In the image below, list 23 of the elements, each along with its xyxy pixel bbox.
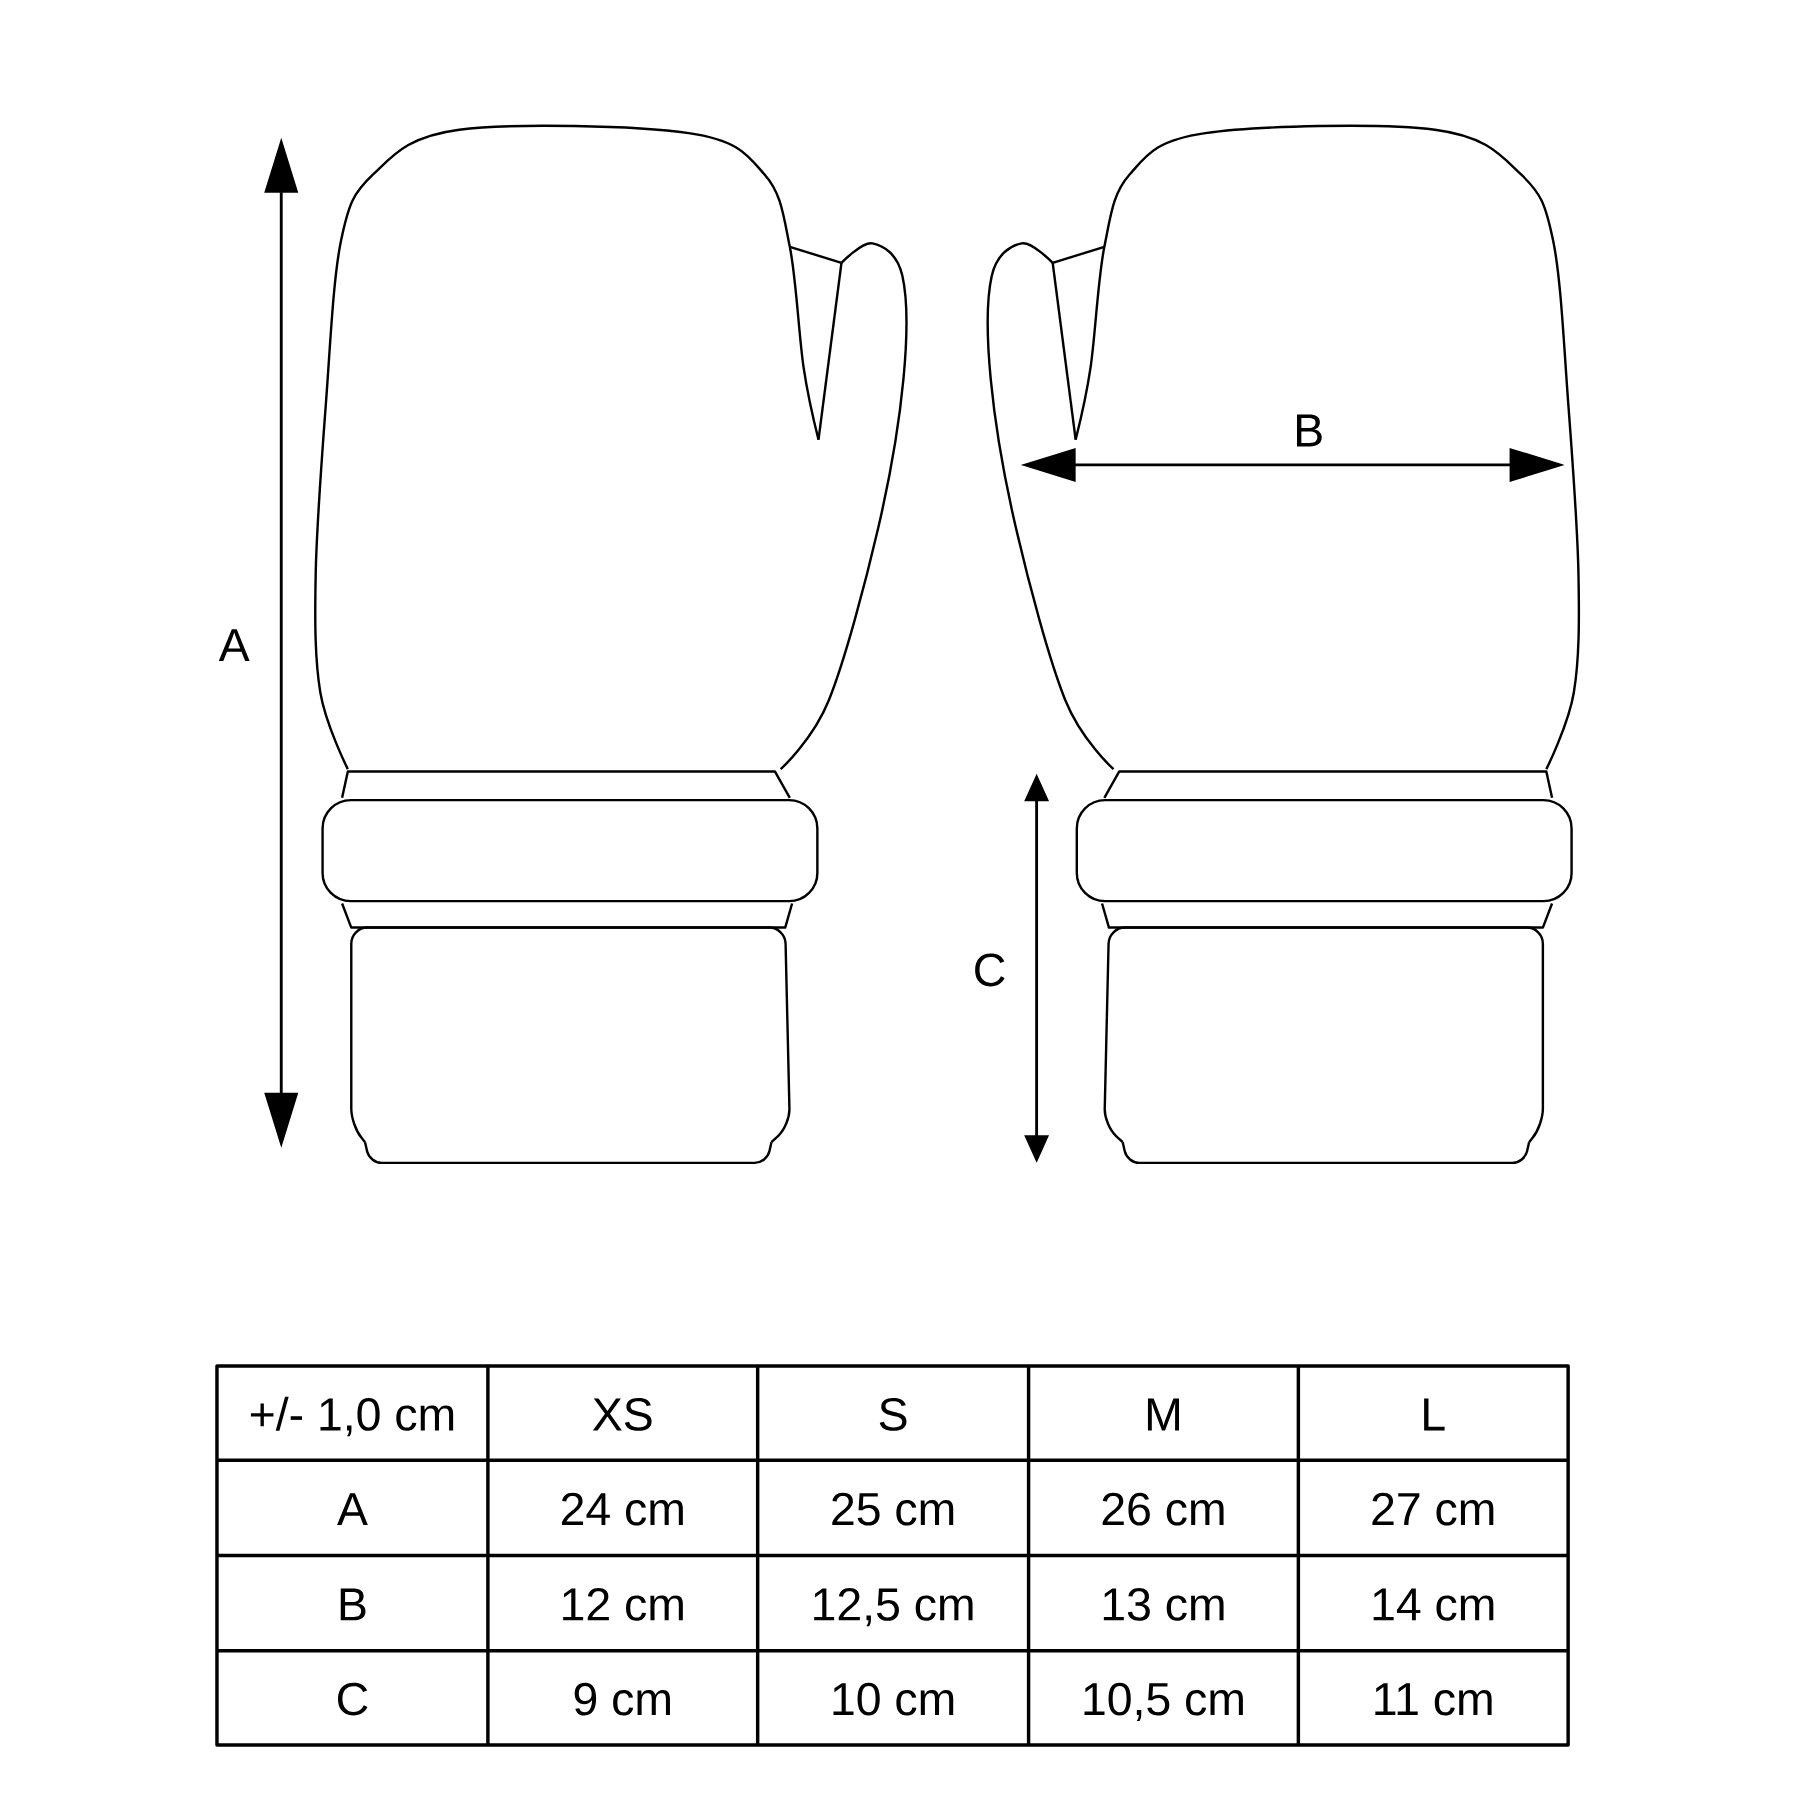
table-cell: 26 cm bbox=[1102, 1492, 1224, 1526]
table-cell: 27 cm bbox=[1372, 1492, 1494, 1526]
table-cell: 25 cm bbox=[832, 1492, 954, 1526]
table-cell: B bbox=[340, 1588, 366, 1621]
table-cell: 14 cm bbox=[1373, 1588, 1494, 1621]
table-cell: XS bbox=[592, 1398, 652, 1431]
table-cell: 12,5 cm bbox=[814, 1587, 973, 1627]
table-cell: C bbox=[338, 1682, 368, 1716]
table-cell: S bbox=[879, 1398, 907, 1431]
table-cell: 10,5 cm bbox=[1084, 1682, 1243, 1721]
table-cell: +/- 1,0 cm bbox=[250, 1396, 454, 1437]
table-cell: 9 cm bbox=[574, 1682, 670, 1716]
table-cell: L bbox=[1424, 1398, 1445, 1431]
table-cell: 11 cm bbox=[1375, 1683, 1492, 1716]
table-cell: 13 cm bbox=[1103, 1587, 1224, 1621]
table-cell: 12 cm bbox=[563, 1587, 683, 1621]
dimension-label: B bbox=[1297, 414, 1322, 447]
table-cell: A bbox=[337, 1493, 368, 1526]
table-cell: 10 cm bbox=[833, 1682, 954, 1716]
table-cell: M bbox=[1147, 1398, 1179, 1431]
table-cell: 24 cm bbox=[561, 1492, 683, 1526]
dimension-label: A bbox=[218, 629, 250, 662]
dimension-label: C bbox=[975, 953, 1005, 987]
